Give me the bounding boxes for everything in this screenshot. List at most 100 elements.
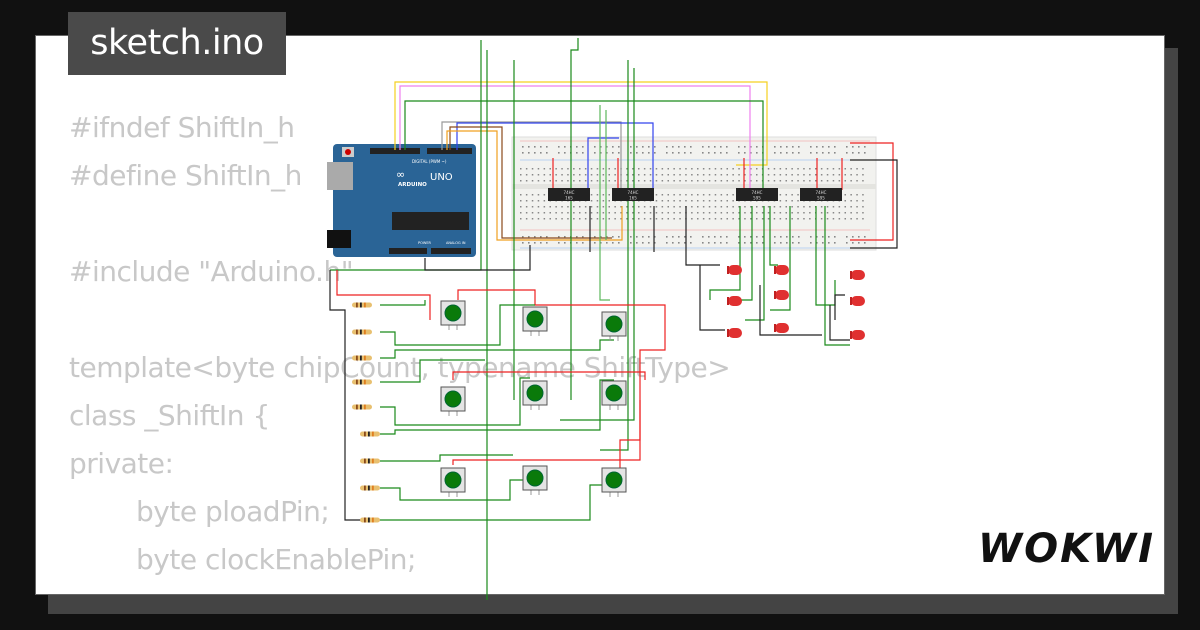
led-red[interactable] <box>727 328 742 338</box>
wire <box>599 105 610 301</box>
wire <box>745 206 765 321</box>
chip-part-number: 165 <box>629 196 637 201</box>
wire <box>740 206 753 301</box>
code-line: class _ShiftIn { <box>69 399 270 432</box>
wire <box>380 484 604 521</box>
wire <box>452 400 641 465</box>
microcontroller-chip <box>392 212 469 230</box>
wires <box>329 38 898 600</box>
button-cap-icon <box>526 469 544 487</box>
code-line: byte ploadPin; <box>136 495 330 528</box>
button-cap-icon <box>605 471 623 489</box>
resistor <box>352 355 372 361</box>
wokwi-logo: WOKWI <box>978 526 1156 572</box>
led-red[interactable] <box>774 265 789 275</box>
pushbutton[interactable] <box>601 380 627 410</box>
pushbutton[interactable] <box>440 386 466 416</box>
wire <box>457 289 666 470</box>
digital-label: DIGITAL (PWM ~) <box>412 159 447 164</box>
wire <box>380 479 525 501</box>
wire <box>834 294 845 320</box>
resistor <box>360 458 380 464</box>
wire <box>770 206 791 311</box>
reset-icon <box>345 149 351 155</box>
button-cap-icon <box>526 310 544 328</box>
led-red[interactable] <box>727 296 742 306</box>
chip-label: 74HC <box>628 190 639 195</box>
chip-label: 74HC <box>752 190 763 195</box>
analog-label: ANALOG IN <box>446 241 466 245</box>
resistor <box>360 431 380 437</box>
resistor <box>352 404 372 410</box>
chip-label: 74HC <box>816 190 827 195</box>
wire <box>399 85 751 190</box>
chip-part-number: 595 <box>753 196 761 201</box>
button-cap-icon <box>605 384 623 402</box>
button-cap-icon <box>444 304 462 322</box>
wire <box>380 379 614 435</box>
code-line: private: <box>69 447 174 480</box>
led-red[interactable] <box>850 270 865 280</box>
wire <box>456 122 654 190</box>
code-line: byte clockEnablePin; <box>136 543 416 576</box>
pushbutton[interactable] <box>440 300 466 330</box>
wire <box>446 130 623 241</box>
code-line: #ifndef ShiftIn_h <box>69 111 295 144</box>
wire <box>449 126 612 239</box>
usb-port <box>327 162 353 190</box>
wire <box>560 68 635 421</box>
button-cap-icon <box>444 390 462 408</box>
wire <box>570 38 579 400</box>
arduino-uno[interactable]: DIGITAL (PWM ~) ARDUINO UNO ∞ POWER ANAL… <box>327 144 476 257</box>
pushbutton[interactable] <box>601 311 627 341</box>
led-red[interactable] <box>850 296 865 306</box>
wire <box>829 305 850 341</box>
wire <box>452 371 646 380</box>
resistor <box>352 302 372 308</box>
code-background: #ifndef ShiftIn_h #define ShiftIn_h #inclu… <box>69 104 731 594</box>
code-line: byte dataPin; <box>69 584 730 594</box>
chip-part-number: 165 <box>565 196 573 201</box>
wire <box>329 270 380 521</box>
led-red[interactable] <box>850 330 865 340</box>
chip-part-number: 595 <box>817 196 825 201</box>
wire <box>824 206 850 346</box>
wire <box>424 245 531 271</box>
power-jack <box>327 230 351 248</box>
pushbutton[interactable] <box>522 380 548 410</box>
resistor <box>352 379 372 385</box>
wire <box>709 206 741 300</box>
resistor <box>360 517 380 523</box>
wire <box>380 300 426 306</box>
wire <box>685 206 720 266</box>
wire <box>759 285 822 336</box>
chip-label: 74HC <box>564 190 575 195</box>
led-red[interactable] <box>727 265 742 275</box>
pushbutton[interactable] <box>440 467 466 497</box>
wire <box>380 359 485 383</box>
wire <box>587 137 619 190</box>
led-red[interactable] <box>774 290 789 300</box>
pushbutton[interactable] <box>601 467 627 497</box>
sketch-file-tab[interactable]: sketch.ino <box>68 12 286 75</box>
code-line: #define ShiftIn_h <box>69 159 302 192</box>
led-red[interactable] <box>774 323 789 333</box>
wire <box>380 304 535 346</box>
arduino-logo-icon: ∞ <box>396 168 405 181</box>
resistor <box>352 329 372 335</box>
wire <box>441 121 622 190</box>
pushbutton[interactable] <box>522 306 548 336</box>
resistor <box>360 485 380 491</box>
wire <box>380 339 614 359</box>
button-cap-icon <box>526 384 544 402</box>
arduino-brand: ARDUINO <box>398 182 427 188</box>
code-line: #include "Arduino.h" <box>69 255 354 288</box>
arduino-model: UNO <box>430 172 453 183</box>
button-cap-icon <box>444 471 462 489</box>
pushbutton[interactable] <box>522 465 548 495</box>
